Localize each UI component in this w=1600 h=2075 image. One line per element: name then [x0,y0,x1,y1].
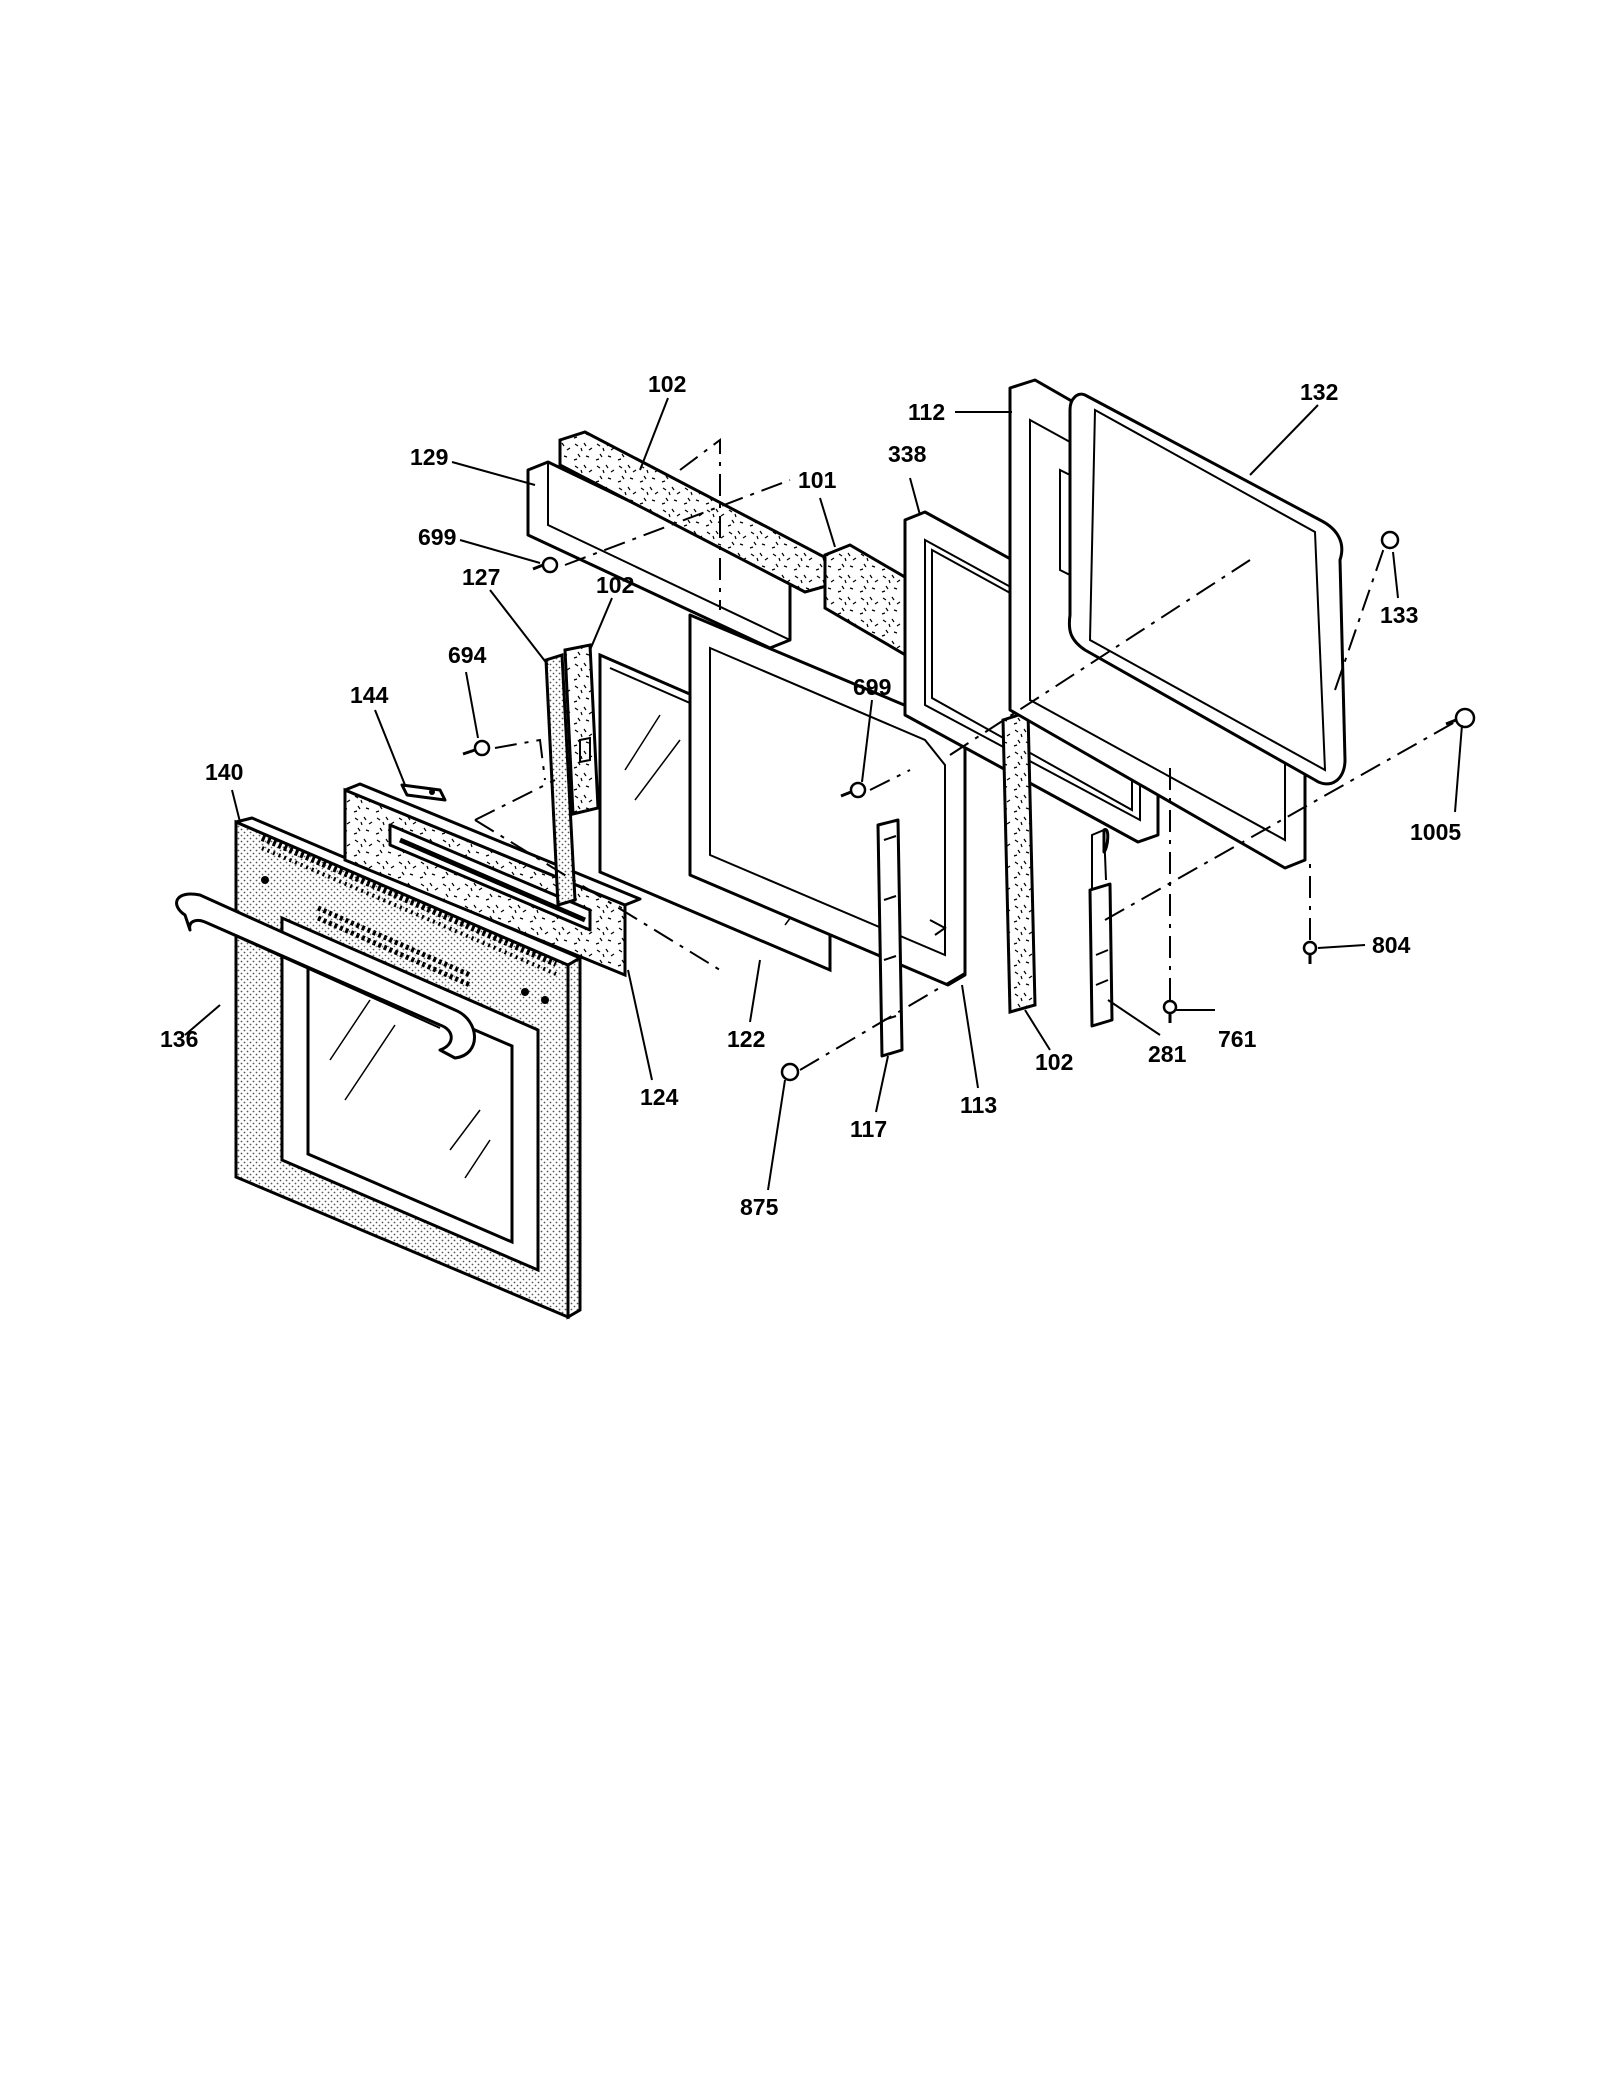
callout-761: 761 [1218,1026,1257,1052]
callout-699-right: 699 [853,674,891,700]
assembly-lines [474,438,1456,1071]
left-side-strip-102 [563,643,600,816]
callout-875: 875 [740,1194,779,1220]
hinge-281 [1088,828,1114,1028]
leader-lines [184,397,1463,1191]
screw-694 [462,739,491,757]
callouts: 102 129 699 101 338 112 132 133 127 102 … [160,371,1461,1220]
left-side-strip-127 [544,652,577,907]
callout-132: 132 [1300,379,1338,405]
screw-699a [532,556,559,574]
rear-door-gasket-132 [1067,392,1347,786]
screw-875 [780,1062,800,1082]
callout-699-left: 699 [418,524,456,550]
callout-281: 281 [1148,1041,1187,1067]
top-channel-129 [526,460,792,650]
screw-699b [840,781,867,799]
hinge-bracket-117 [876,818,904,1058]
callout-1005: 1005 [1410,819,1461,845]
callout-102-top: 102 [648,371,686,397]
screw-761 [1162,999,1178,1023]
callout-136: 136 [160,1026,198,1052]
callout-112: 112 [908,399,945,425]
callout-804: 804 [1372,932,1411,958]
callout-113: 113 [960,1092,997,1118]
callout-129: 129 [410,444,448,470]
screw-1005 [1445,707,1476,729]
screw-133 [1380,530,1400,550]
right-side-strip-102 [1001,709,1037,1014]
callout-101: 101 [798,467,837,493]
bracket-144 [400,783,447,802]
screw-804 [1302,940,1318,964]
callout-102-right: 102 [1035,1049,1073,1075]
callout-122: 122 [727,1026,765,1052]
callout-127: 127 [462,564,500,590]
callout-694: 694 [448,642,487,668]
outer-door-panel [234,816,582,1320]
callout-140: 140 [205,759,243,785]
door-handle [175,892,476,1060]
callout-144: 144 [350,682,389,708]
callout-102-left: 102 [596,572,634,598]
callout-117: 117 [850,1116,887,1142]
callout-338: 338 [888,441,927,467]
callout-133: 133 [1380,602,1418,628]
callout-124: 124 [640,1084,679,1110]
